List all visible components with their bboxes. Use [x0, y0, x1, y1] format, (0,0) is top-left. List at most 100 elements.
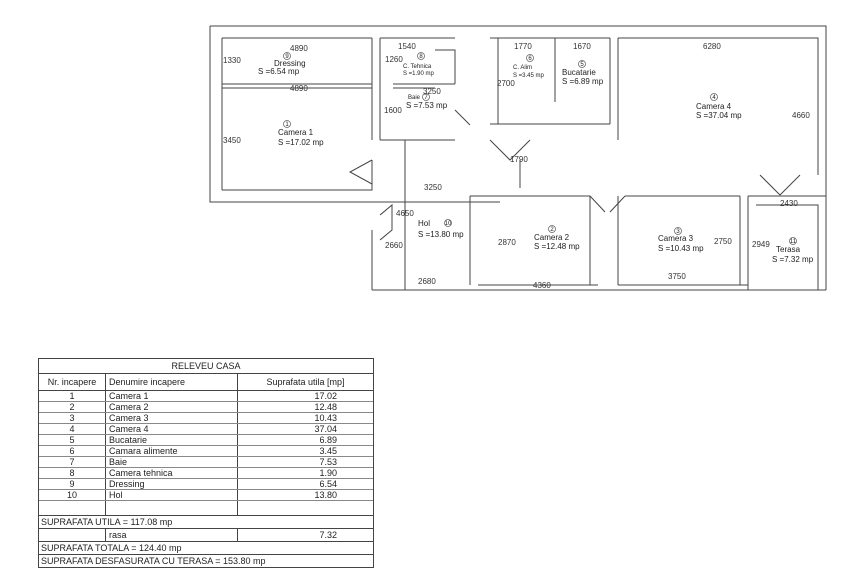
row-area-cell: 17.02 [314, 391, 337, 401]
room-area-terasa: S =7.32 mp [772, 255, 814, 264]
row-number-cell: 10 [39, 490, 106, 500]
row-area-cell: 10.43 [314, 413, 337, 423]
room-number-calim: 6 [528, 56, 532, 62]
dimension-label: 4360 [533, 281, 551, 290]
room-name-ctehnica: C. Tehnica [403, 64, 432, 70]
room-number-camera2: 2 [550, 227, 554, 233]
row-area-cell: 6.54 [319, 479, 337, 489]
row-number-cell: 9 [39, 479, 106, 489]
usable-area-total: SUPRAFATA UTILA = 117.08 mp [39, 515, 373, 528]
row-name-cell: Camera 3 [106, 413, 238, 423]
room-name-hol: Hol [418, 219, 430, 228]
room-area-bucatarie: S =6.89 mp [562, 77, 604, 86]
dimension-label: 1330 [223, 56, 241, 65]
room-number-camera1: 1 [285, 122, 289, 128]
row-name-cell: Baie [106, 457, 238, 467]
room-area-camera3: S =10.43 mp [658, 244, 704, 253]
header-room-number: Nr. incapere [39, 374, 106, 390]
row-name-cell: Camera 4 [106, 424, 238, 434]
room-number-camera3: 3 [676, 229, 680, 235]
dimension-label: 4660 [792, 111, 810, 120]
row-area-cell: 3.45 [319, 446, 337, 456]
row-number-cell: 2 [39, 402, 106, 412]
room-number-ctehnica: 8 [419, 54, 423, 60]
survey-table: RELEVEU CASA Nr. incapere Denumire incap… [38, 358, 374, 568]
dimension-label: 4890 [290, 84, 308, 93]
row-area-cell: 7.53 [319, 457, 337, 467]
room-area-camera1: S =17.02 mp [278, 138, 324, 147]
dimension-label: 2430 [780, 199, 798, 208]
row-number-cell: 1 [39, 391, 106, 401]
room-area-baie: S =7.53 mp [406, 101, 448, 110]
room-number-camera4: 4 [712, 95, 716, 101]
dimension-label: 1600 [384, 106, 402, 115]
dimension-label: 4890 [290, 44, 308, 53]
row-number-cell: 3 [39, 413, 106, 423]
dimension-label: 1540 [398, 42, 416, 51]
row-number-cell: 6 [39, 446, 106, 456]
row-name-cell: Camera 2 [106, 402, 238, 412]
dimension-label: 2949 [752, 240, 770, 249]
room-number-bucatarie: 5 [580, 62, 584, 68]
header-room-name: Denumire incapere [106, 374, 238, 390]
row-area-cell: 1.90 [319, 468, 337, 478]
terrace-label: rasa [106, 529, 238, 541]
room-name-camera2: Camera 2 [534, 233, 570, 242]
row-number-cell: 7 [39, 457, 106, 467]
row-number-cell: 8 [39, 468, 106, 478]
dimension-label: 3750 [668, 272, 686, 281]
room-name-baie: Baie [408, 95, 421, 101]
developed-area-with-terrace: SUPRAFATA DESFASURATA CU TERASA = 153.80… [39, 554, 373, 567]
room-name-terasa: Terasa [776, 245, 801, 254]
row-name-cell: Camera tehnica [106, 468, 238, 478]
row-name-cell: Camera 1 [106, 391, 238, 401]
total-area: SUPRAFATA TOTALA = 124.40 mp [39, 541, 373, 554]
room-name-bucatarie: Bucatarie [562, 68, 596, 77]
floor-plan: 9 Dressing S =6.54 mp 1 Camera 1 S =17.0… [209, 25, 827, 291]
dimension-label: 1670 [573, 42, 591, 51]
room-name-calim: C. Alim [513, 65, 532, 71]
room-number-terasa: 11 [790, 239, 797, 245]
dimension-label: 3250 [424, 183, 442, 192]
dimension-label: 6280 [703, 42, 721, 51]
dimension-label: 1790 [510, 155, 528, 164]
table-title: RELEVEU CASA [39, 359, 373, 374]
dimension-label: 2700 [497, 79, 515, 88]
row-area-cell: 12.48 [314, 402, 337, 412]
table-spacer [39, 501, 373, 515]
row-number-cell: 5 [39, 435, 106, 445]
room-area-hol: S =13.80 mp [418, 230, 464, 239]
dimension-label: 1260 [385, 55, 403, 64]
room-number-baie: 7 [424, 95, 428, 101]
room-area-dressing: S =6.54 mp [258, 67, 300, 76]
row-name-cell: Camara alimente [106, 446, 238, 456]
table-header-row: Nr. incapere Denumire incapere Suprafata… [39, 374, 373, 391]
dimension-label: 3250 [423, 87, 441, 96]
room-number-dressing: 9 [285, 54, 289, 60]
row-area-cell: 13.80 [314, 490, 337, 500]
room-area-camera2: S =12.48 mp [534, 242, 580, 251]
room-area-calim: S =3.45 mp [513, 73, 545, 79]
row-number-cell: 4 [39, 424, 106, 434]
room-area-ctehnica: S =1.90 mp [403, 71, 435, 77]
header-usable-area: Suprafata utila [mp] [266, 377, 345, 387]
room-name-dressing: Dressing [274, 59, 306, 68]
room-area-camera4: S =37.04 mp [696, 111, 742, 120]
terrace-area: 7.32 [319, 530, 337, 540]
row-area-cell: 37.04 [314, 424, 337, 434]
dimension-label: 3450 [223, 136, 241, 145]
room-number-hol: 10 [445, 221, 452, 227]
row-name-cell: Dressing [106, 479, 238, 489]
row-name-cell: Hol [106, 490, 238, 500]
dimension-label: 2750 [714, 237, 732, 246]
